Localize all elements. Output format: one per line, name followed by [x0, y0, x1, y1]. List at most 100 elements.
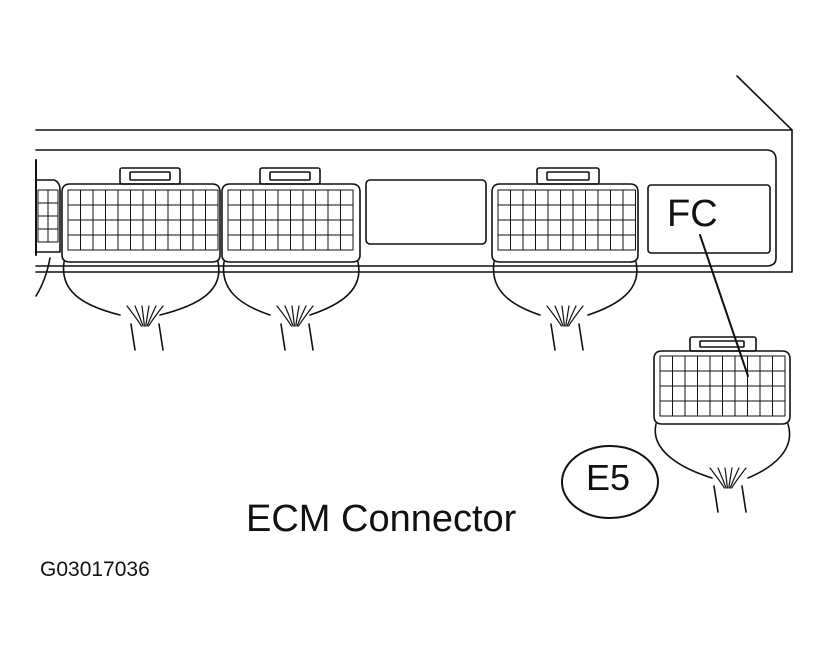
ecm-connector-caption: ECM Connector: [246, 498, 517, 540]
empty-slot: [365, 179, 487, 245]
connector-2-pin: [265, 234, 279, 251]
connector-2-pin: [302, 189, 316, 206]
wire-strand: [291, 305, 295, 327]
wire-strand: [709, 467, 725, 489]
connector-1-pin: [167, 219, 181, 236]
connector-1-pin: [130, 219, 144, 236]
e5-pin: [734, 385, 748, 402]
wire-strand: [134, 305, 144, 327]
e5-pin: [659, 400, 673, 417]
partial-pin: [37, 228, 49, 243]
connector-3-pin: [535, 219, 549, 236]
connector-2-pin: [290, 219, 304, 236]
connector-1-pin: [80, 189, 94, 206]
connector-1-pin: [180, 204, 194, 221]
connector-2-pin: [227, 204, 241, 221]
wire-strand: [717, 467, 727, 489]
connector-2-pin: [265, 219, 279, 236]
connector-2-pin: [240, 204, 254, 221]
connector-1-pin: [80, 234, 94, 251]
connector-1-pin: [80, 219, 94, 236]
figure-id: G03017036: [40, 558, 150, 581]
connector-3-pin: [572, 189, 586, 206]
connector-1: [61, 167, 221, 351]
connector-1-pin: [192, 219, 206, 236]
connector-2-pin: [227, 219, 241, 236]
e5-callout-circle: [561, 445, 659, 519]
connector-3-pin: [610, 219, 624, 236]
wire-sheath: [713, 485, 747, 513]
connector-3-pin: [547, 234, 561, 251]
wire-strand: [296, 305, 307, 327]
connector-1-pin: [92, 234, 106, 251]
connector-1-pin: [92, 189, 106, 206]
wire-strand: [141, 305, 145, 327]
connector-2-pin: [277, 219, 291, 236]
connector-1-pin: [92, 219, 106, 236]
connector-2-pin: [340, 234, 354, 251]
fc-leader-line: [699, 234, 749, 377]
connector-3-pin: [547, 204, 561, 221]
e5-pin: [659, 370, 673, 387]
connector-3-pin: [585, 204, 599, 221]
wire-strand: [284, 305, 294, 327]
connector-3-pin: [522, 189, 536, 206]
connector-3-pin: [510, 234, 524, 251]
wire-strand: [729, 467, 740, 489]
fc-port-window: [647, 184, 771, 254]
connector-2-pin: [277, 189, 291, 206]
partial-pin: [37, 202, 49, 217]
connector-1-pin: [167, 234, 181, 251]
wire-sheath: [130, 323, 164, 351]
e5-pin: [772, 400, 786, 417]
e5-pin: [759, 370, 773, 387]
connector-3-pin: [572, 204, 586, 221]
connector-3-pin: [535, 189, 549, 206]
connector-1-pin: [130, 204, 144, 221]
connector-1-pin: [117, 234, 131, 251]
connector-1-pin: [130, 189, 144, 206]
e5-pin: [722, 370, 736, 387]
connector-1-pin: [130, 234, 144, 251]
e5-pin: [772, 370, 786, 387]
connector-3-pin: [497, 189, 511, 206]
connector-1-pin: [142, 234, 156, 251]
e5-pin: [697, 385, 711, 402]
connector-3-pin: [547, 219, 561, 236]
connector-2-pin: [302, 234, 316, 251]
connector-2-pin: [265, 204, 279, 221]
connector-3-pin: [522, 219, 536, 236]
connector-3-pin: [597, 204, 611, 221]
wire-strand: [728, 467, 733, 489]
partial-pin: [47, 202, 59, 217]
connector-1-pin: [192, 189, 206, 206]
wire-strand: [724, 467, 728, 489]
connector-1-pin: [192, 234, 206, 251]
e5-pin: [684, 400, 698, 417]
e5-pin: [684, 355, 698, 372]
connector-3-pin: [560, 234, 574, 251]
connector-1-pin: [155, 219, 169, 236]
connector-3-pin: [597, 219, 611, 236]
connector-3-pin: [585, 189, 599, 206]
connector-2-pin: [340, 204, 354, 221]
connector-1-pin: [117, 219, 131, 236]
connector-partial-left: [35, 179, 61, 297]
e5-pin: [709, 400, 723, 417]
e5-pin: [672, 385, 686, 402]
connector-3-pin: [510, 204, 524, 221]
e5-pin: [709, 370, 723, 387]
connector-1-pin: [155, 189, 169, 206]
e5-pin: [722, 355, 736, 372]
connector-3-pin: [522, 234, 536, 251]
connector-2-pin: [315, 189, 329, 206]
connector-3-pin: [560, 189, 574, 206]
partial-pin: [37, 189, 49, 204]
connector-2-pin: [315, 234, 329, 251]
connector-1-pin: [205, 189, 219, 206]
connector-1-pin: [117, 204, 131, 221]
wire-strand: [148, 305, 164, 327]
connector-1-pin: [142, 219, 156, 236]
connector-2-pin: [252, 204, 266, 221]
